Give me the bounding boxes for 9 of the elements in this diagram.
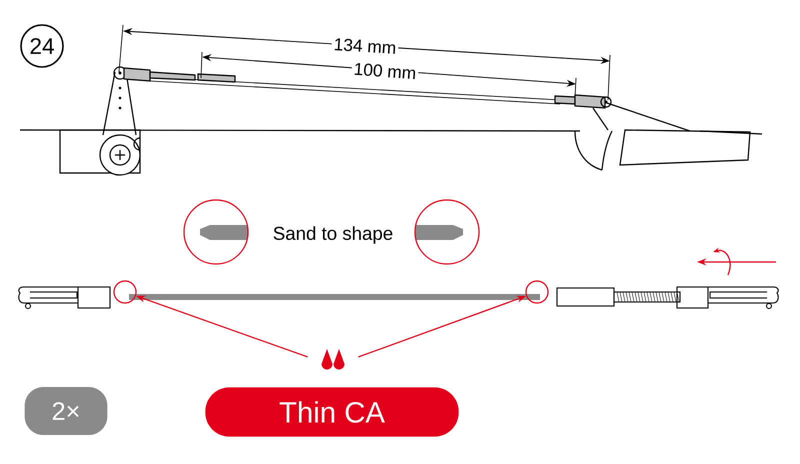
instruction-text: Sand to shape <box>270 224 396 246</box>
glue-point-circle <box>525 280 549 304</box>
dimension-label: 100 mm <box>351 60 419 82</box>
adhesive-label: Thin CA <box>205 387 459 437</box>
step-number: 24 <box>20 24 64 68</box>
glue-point-circle <box>113 280 137 304</box>
glue-drop-icon <box>322 349 344 370</box>
quantity-badge: 2× <box>24 387 108 435</box>
dimension-label: 134 mm <box>331 36 399 56</box>
